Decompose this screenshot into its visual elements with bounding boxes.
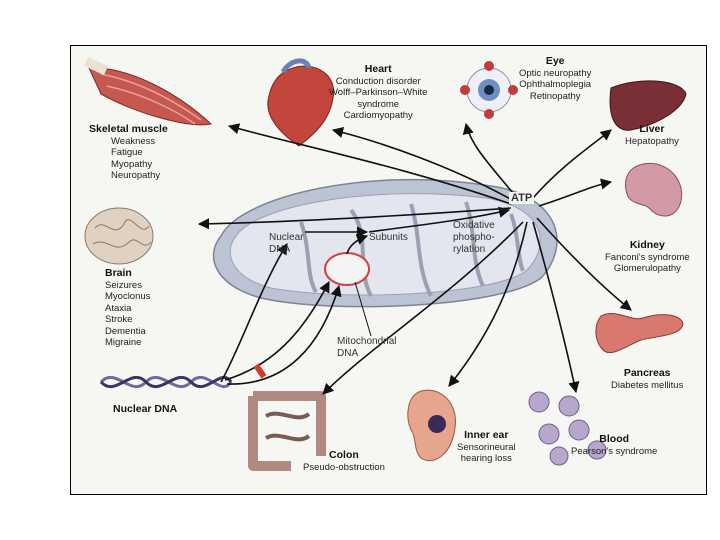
arrow-to-brain [197,207,512,230]
arrow-dna-to-mito-1 [224,281,330,381]
eye-item: Optic neuropathy [519,67,592,79]
skeletal-muscle-illustration [83,56,213,126]
nuclear-dna-illustration [99,375,233,389]
mito-nuclear-dna-line: DNA [269,244,291,255]
nuclear-dna-title: Nuclear DNA [113,403,178,415]
brain-illustration [84,207,154,265]
oxphos-line: rylation [453,244,486,255]
mitochondrial-dna-leader [354,281,372,337]
eye-item: Ophthalmoplegia [519,79,592,90]
kidney-title: Kidney [629,239,665,251]
skeletal-muscle-item: Myopathy [111,158,153,170]
eye-label: Eye Optic neuropathy Ophthalmoplegia Ret… [519,55,592,102]
liver-illustration [609,80,687,131]
colon-label: Colon Pseudo-obstruction [303,449,385,473]
skeletal-muscle-item: Weakness [111,135,156,147]
eye-illustration [460,61,518,119]
kidney-illustration [624,162,683,217]
brain-label: Brain Seizures Myoclonus Ataxia Stroke D… [105,267,151,349]
arrow-to-eye [462,122,518,199]
blood-title: Blood [599,433,630,445]
arrow-mtdna-to-subunits [346,234,369,255]
liver-label: Liver Hepatopathy [625,123,679,147]
arrow-dna-to-mito-2 [226,284,342,385]
heart-title: Heart [364,63,392,75]
arrow-to-kidney [538,178,613,207]
skeletal-muscle-title: Skeletal muscle [89,123,168,135]
arrow-to-pancreas [536,217,632,311]
inner-ear-item: Sensorineural [457,441,516,453]
pancreas-title: Pancreas [623,367,671,379]
mito-nuclear-dna-line: Nuclear [269,232,304,243]
inner-ear-illustration [407,389,456,462]
arrow-to-colon [322,221,524,395]
blood-item: Pearson's syndrome [571,445,658,457]
arrow-to-heart [331,127,515,202]
liver-item: Hepatopathy [625,135,679,147]
kidney-label: Kidney Fanconi's syndrome Glomerulopathy [605,239,690,275]
heart-item: syndrome [357,98,400,110]
kidney-item: Glomerulopathy [613,263,681,274]
blood-label: Blood Pearson's syndrome [571,433,658,457]
arrow-to-skeletal-muscle [227,123,512,205]
oxphos-line: phospho- [453,232,495,243]
mito-nuclear-dna-label: Nuclear DNA [269,232,303,256]
brain-item: Migraine [105,337,142,348]
brain-item: Myoclonus [105,291,151,302]
eye-item: Retinopathy [529,90,581,102]
mito-dna-line: DNA [337,348,359,359]
mitochondrial-dna-ring [324,252,370,286]
skeletal-muscle-item: Fatigue [111,147,143,158]
skeletal-muscle-label: Skeletal muscle Weakness Fatigue Myopath… [89,123,168,182]
heart-item: Wolff–Parkinson–White [329,87,428,98]
brain-item: Dementia [105,325,146,337]
skeletal-muscle-item: Neuropathy [111,170,161,181]
liver-title: Liver [639,123,665,135]
oxphos-label: Oxidative phospho- rylation [453,220,495,256]
brain-item: Stroke [105,314,133,325]
heart-label: Heart Conduction disorder Wolff–Parkinso… [329,63,428,122]
heart-item: Conduction disorder [335,75,421,87]
pancreas-item: Diabetes mellitus [611,379,684,391]
inner-ear-title: Inner ear [464,429,509,441]
pancreas-label: Pancreas Diabetes mellitus [611,367,684,391]
nuclear-dna-label: Nuclear DNA [113,403,178,416]
oxphos-line: Oxidative [453,220,495,231]
mito-dna-line: Mitochondrial [337,336,397,347]
colon-illustration [248,391,326,471]
subunits-label: Subunits [369,232,408,243]
heart-illustration [267,58,335,147]
mito-dna-label: Mitochondrial DNA [337,336,396,360]
brain-item: Seizures [105,279,142,291]
inner-ear-label: Inner ear Sensorineural hearing loss [457,429,516,465]
arrow-dna-to-nuclear [220,243,288,383]
inner-ear-item: hearing loss [460,453,512,464]
heart-item: Cardiomyopathy [343,110,413,121]
kidney-item: Fanconi's syndrome [605,251,690,263]
colon-title: Colon [329,449,359,461]
arrow-subunits-to-atp [368,206,511,233]
arrow-to-liver [532,129,612,199]
diagram-artwork [83,56,687,471]
brain-title: Brain [105,267,132,279]
arrow-to-inner-ear [448,221,528,387]
atp-label: ATP [509,192,535,204]
eye-title: Eye [545,55,565,67]
blood-cells-illustration [528,391,607,466]
colon-item: Pseudo-obstruction [303,461,385,473]
brain-item: Ataxia [105,302,132,314]
arrow-to-blood [532,221,580,394]
diagram-frame: Skeletal muscle Weakness Fatigue Myopath… [70,45,707,495]
pancreas-illustration [595,313,684,354]
arrows [197,122,632,395]
mutation-marker [253,363,267,379]
